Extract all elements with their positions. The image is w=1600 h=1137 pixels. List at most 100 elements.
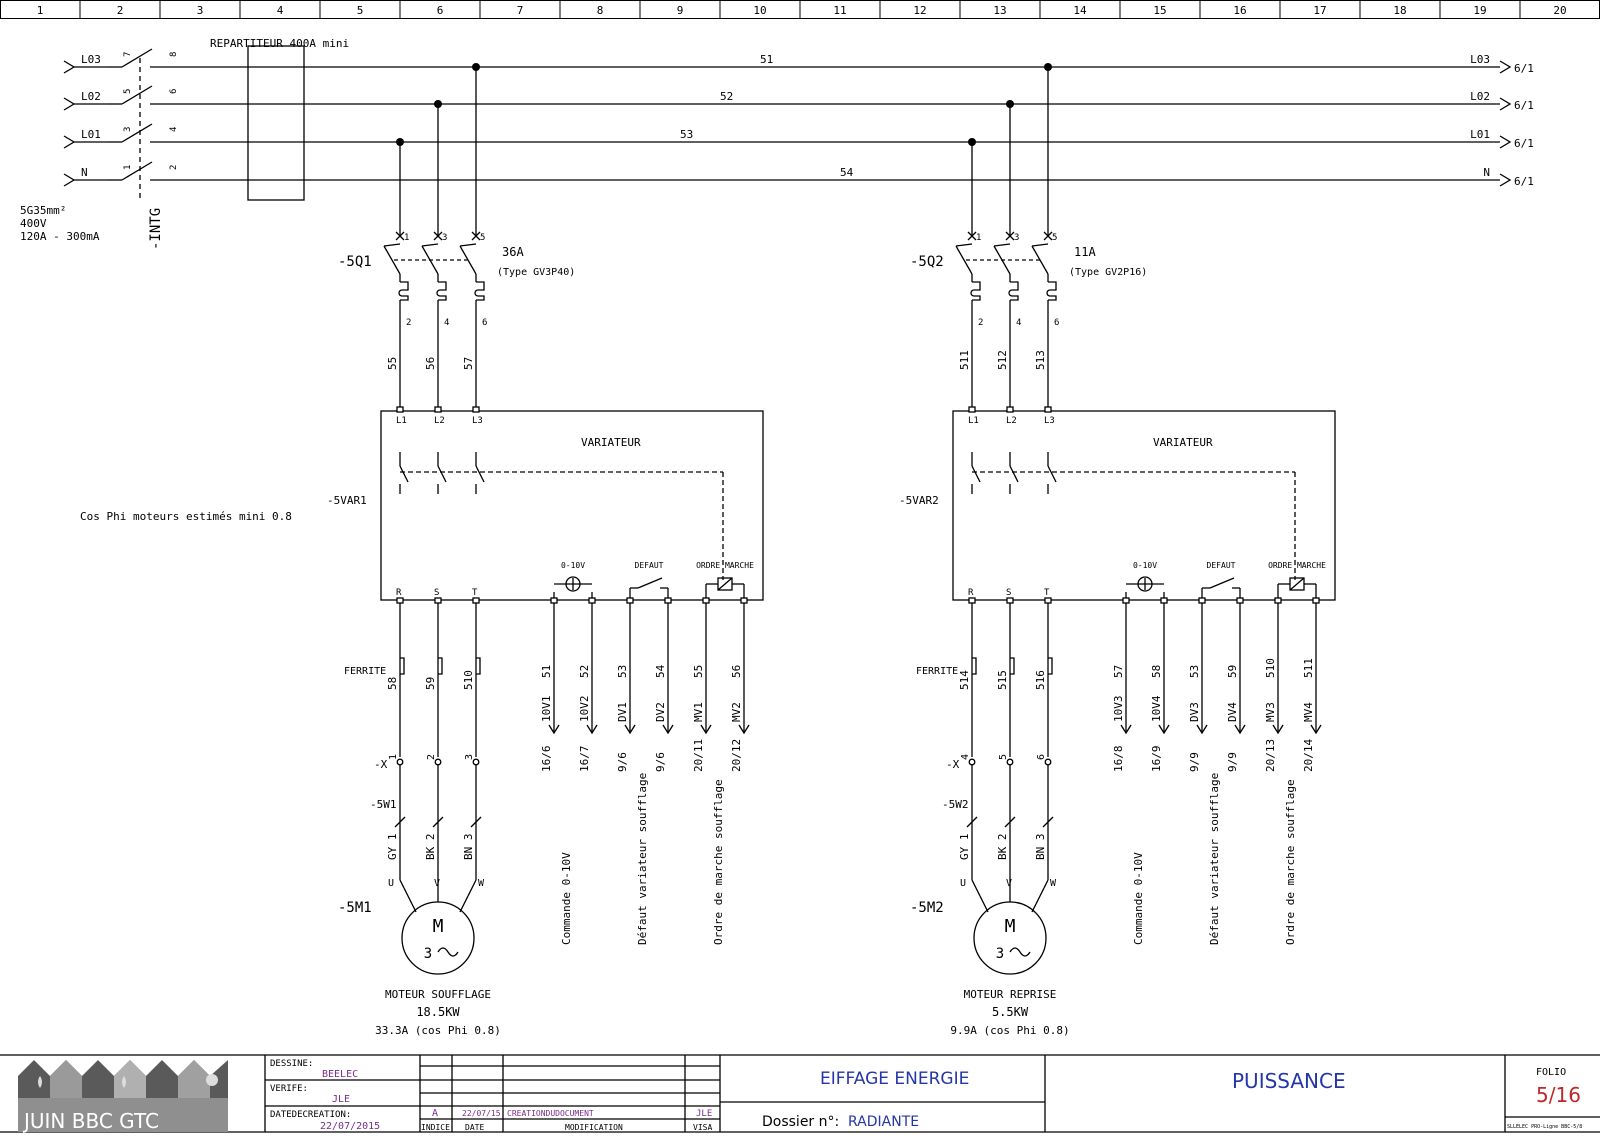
breaker-thermal [398,281,409,301]
folio-label: FOLIO [1536,1067,1566,1078]
feed-wire-number: 57 [462,357,475,370]
vfd-box [952,410,1336,601]
motor-lead [399,879,417,913]
ferrite-wire-number: 510 [462,670,475,690]
vfd-internal-contact [399,465,409,483]
outgoing-line-label: L02 [1470,90,1490,103]
signal-arrow [1196,724,1208,735]
signal-wire-number: 56 [730,665,743,678]
vfd-output-label: S [1006,588,1011,598]
terminal-strip-point [1044,758,1052,766]
terminal-strip-point [396,758,404,766]
ruler-column-label: 5 [357,4,364,17]
designed-label: DESSINE: [270,1059,313,1069]
signal-folio-ref: 16/6 [540,746,553,773]
ferrite-wire-number: 59 [424,677,437,690]
motor-letter: M [433,916,444,937]
vfd-input-label: L3 [472,416,483,426]
signal-name: MV4 [1302,702,1315,722]
motor-title: MOTEUR REPRISE [964,988,1057,1001]
signal-arrow [1234,724,1246,735]
outgoing-arrow [1499,97,1512,111]
ferrite-label: FERRITE [344,666,386,677]
vfd-output-terminal [1044,597,1052,604]
vfd-title: VARIATEUR [1153,436,1213,449]
motor-phase-label: V [1006,878,1012,889]
signal-block-label: DEFAUT [635,561,664,570]
signal-name: 10V1 [540,696,553,723]
switch-blade [121,48,153,68]
vfd-internal-contact [1047,465,1057,483]
motor-symbol [401,901,475,975]
signal-terminal [626,597,634,604]
designed-by: BEELEC [322,1069,358,1080]
motor-lead [971,879,989,913]
vfd-output-label: T [472,588,478,598]
breaker-thermal [970,281,981,301]
signal-folio-ref: 9/9 [1188,752,1201,772]
signal-terminal [1160,597,1168,604]
breaker-term-in: 5 [1052,233,1057,243]
cable-core-label: BK 2 [996,834,1009,861]
switch-term-top: 6 [169,89,179,94]
cable-core-mark [966,816,978,828]
switch-blade [121,85,153,105]
signal-folio-ref: 16/8 [1112,746,1125,773]
terminal-number: 4 [960,754,971,760]
vfd-output-label: T [1044,588,1050,598]
ruler-column-label: 9 [677,4,684,17]
motor-ac-symbol [437,947,459,957]
terminal-strip-ref: -X [946,758,960,771]
ruler-column-label: 7 [517,4,524,17]
switch-blade [121,161,153,181]
breaker-contact-blade [459,243,477,247]
outgoing-folio-ref: 6/1 [1514,175,1534,188]
signal-folio-ref: 20/13 [1264,739,1277,772]
cable-core-mark [1042,816,1054,828]
signal-name: 10V3 [1112,696,1125,723]
signal-arrow [624,724,636,735]
rev-header-visa: VISA [693,1123,712,1132]
feed-wire-number: 513 [1034,350,1047,370]
breaker-term-in: 5 [480,233,485,243]
breaker-term-out: 6 [482,318,487,328]
signal-name: DV3 [1188,702,1201,722]
ferrite-wire-number: 515 [996,670,1009,690]
signal-terminal [702,597,710,604]
breaker-pole-mark [395,231,405,241]
signal-block-label: 0-10V [561,561,585,570]
ferrite-core [1010,657,1015,675]
signal-folio-ref: 9/6 [654,752,667,772]
vfd-input-label: L1 [968,416,979,426]
vfd-internal-contact [971,465,981,483]
motor-phase-count: 3 [424,946,432,962]
ruler-column-label: 20 [1553,4,1566,17]
signal-arrow [1120,724,1132,735]
vfd-box [380,410,764,601]
breaker-contact-blade [955,245,973,275]
signal-folio-ref: 9/9 [1226,752,1239,772]
signal-caption: Ordre de marche soufflage [712,779,725,945]
signal-arrow [738,724,750,735]
feed-wire-number: 55 [386,357,399,370]
breaker-contact-blade [955,243,973,247]
cable-reference: -5W1 [370,798,397,811]
incoming-line-label: L01 [81,128,101,141]
ferrite-label: FERRITE [916,666,958,677]
terminal-number: 5 [998,754,1009,760]
breaker-term-out: 4 [444,318,449,328]
ruler-column-label: 14 [1073,4,1087,17]
cable-core-mark [394,816,406,828]
breaker-contact-blade [421,243,439,247]
ruler-column-label: 3 [197,4,204,17]
vfd-output-label: S [434,588,439,598]
busbar-wire-number: 53 [680,128,693,141]
signal-wire-number: 510 [1264,658,1277,678]
ruler-column-label: 11 [833,4,846,17]
signal-wire-number: 55 [692,665,705,678]
created-label: DATEDECREATION: [270,1110,351,1120]
motor-ac-symbol [1009,947,1031,957]
